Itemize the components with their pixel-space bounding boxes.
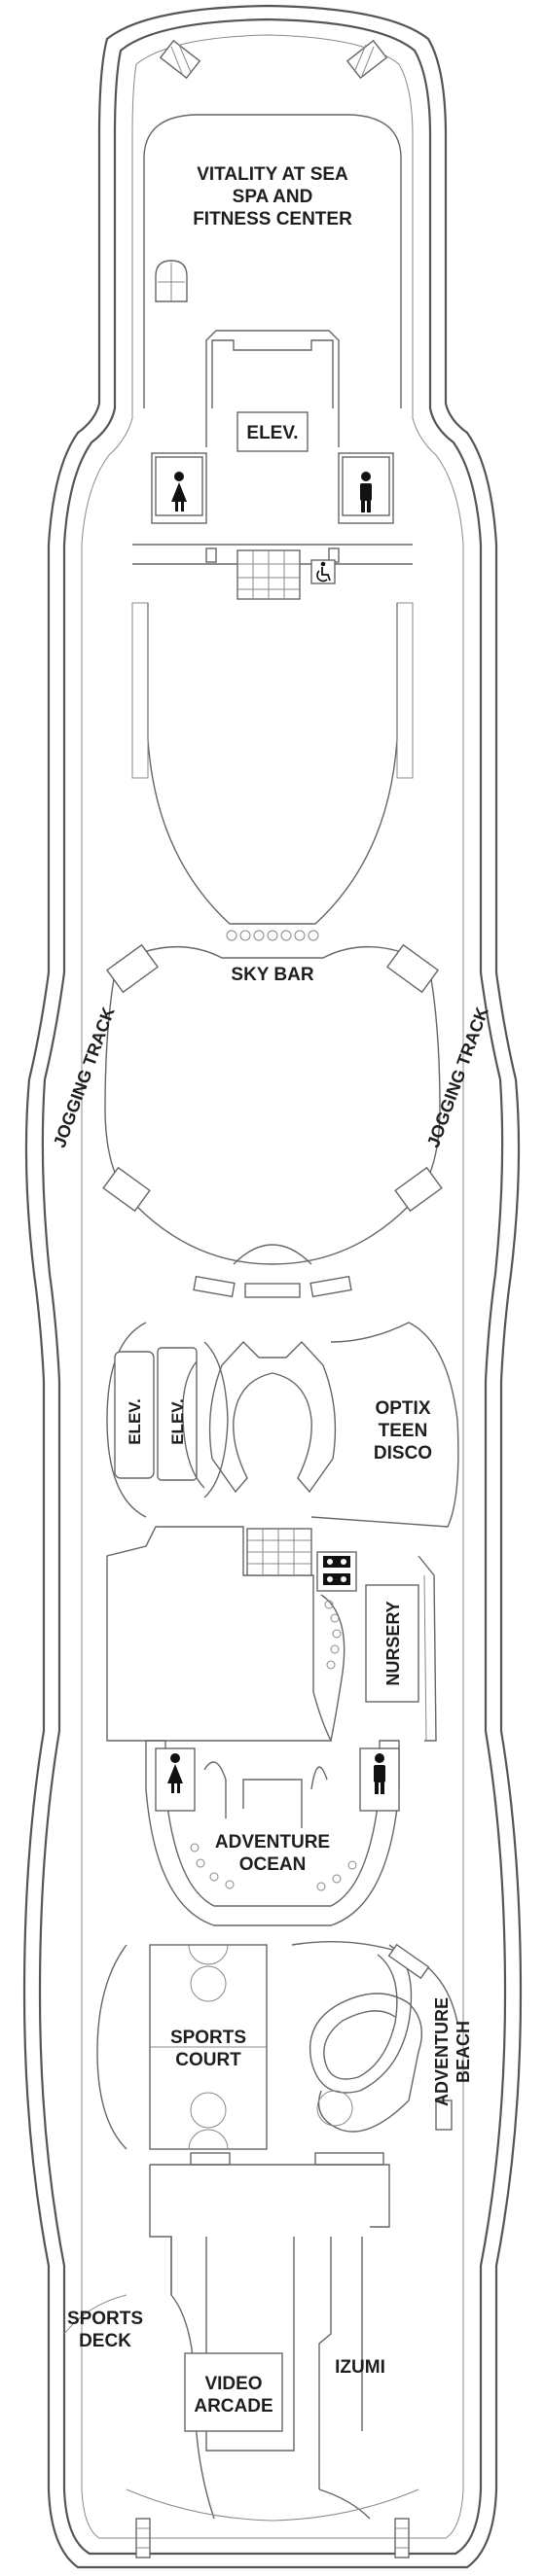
- atrium-lobby: [208, 1340, 337, 1494]
- forward-elevator-block: ELEV.: [151, 330, 394, 524]
- spa-label-line-3: FITNESS CENTER: [193, 209, 352, 229]
- adventure-beach-label-line-2: BEACH: [454, 2021, 473, 2083]
- forward-stairs: [159, 39, 388, 80]
- video-arcade-label-line-2: ARCADE: [194, 2396, 272, 2417]
- adventure-beach-slide: [291, 1940, 458, 2166]
- adventure-ocean-label-line-1: ADVENTURE: [215, 1832, 330, 1853]
- sky-bar-lounge: [131, 602, 414, 941]
- aft-venues: [63, 2164, 419, 2522]
- spa-room: [143, 114, 402, 408]
- teen-disco-room: [310, 1322, 459, 1528]
- restroom-family-icon: [316, 1551, 357, 1592]
- jogging-track-left-label: JOGGING TRACK: [50, 1005, 119, 1150]
- nursery-label: NURSERY: [383, 1601, 403, 1685]
- hull-outline: [22, 4, 523, 2569]
- mid-stair-band: [132, 544, 413, 600]
- elevator-mid-2-label: ELEV.: [168, 1398, 187, 1445]
- sky-bar-label: SKY BAR: [231, 965, 313, 985]
- teen-disco-label-line-2: TEEN: [379, 1421, 428, 1441]
- restroom-men-icon: [360, 472, 372, 512]
- restroom-women-icon: [167, 1753, 183, 1793]
- spa-label-line-2: SPA AND: [233, 187, 313, 207]
- teen-disco-label-line-3: DISCO: [374, 1443, 432, 1464]
- sports-deck-label-line-2: DECK: [79, 2331, 131, 2351]
- izumi-label: IZUMI: [335, 2357, 385, 2378]
- wheelchair-icon: [310, 559, 336, 584]
- sports-court-label-line-1: SPORTS: [170, 2028, 246, 2048]
- mid-elevators: [106, 1322, 229, 1518]
- jogging-oval: [102, 943, 443, 1265]
- sports-deck-label-line-1: SPORTS: [67, 2309, 143, 2329]
- youth-area: [106, 1526, 437, 1742]
- spa-label-line-1: VITALITY AT SEA: [197, 164, 348, 185]
- restroom-women-icon: [171, 472, 187, 512]
- sports-court: [96, 1944, 268, 2166]
- teen-disco-label-line-1: OPTIX: [375, 1398, 430, 1419]
- adventure-ocean-label-line-2: OCEAN: [239, 1854, 307, 1875]
- adventure-beach-label-line-1: ADVENTURE: [432, 1997, 452, 2106]
- atrium-dome: [193, 1244, 352, 1298]
- aft-stairs: [135, 2518, 410, 2558]
- jogging-track-right-label: JOGGING TRACK: [423, 1005, 492, 1150]
- video-arcade-label-line-1: VIDEO: [204, 2374, 262, 2394]
- sports-court-label-line-2: COURT: [175, 2050, 241, 2070]
- elevator-fore-label: ELEV.: [246, 423, 298, 443]
- window-icon: [155, 260, 188, 302]
- elevator-mid-1-label: ELEV.: [126, 1398, 144, 1445]
- restroom-men-icon: [374, 1753, 385, 1794]
